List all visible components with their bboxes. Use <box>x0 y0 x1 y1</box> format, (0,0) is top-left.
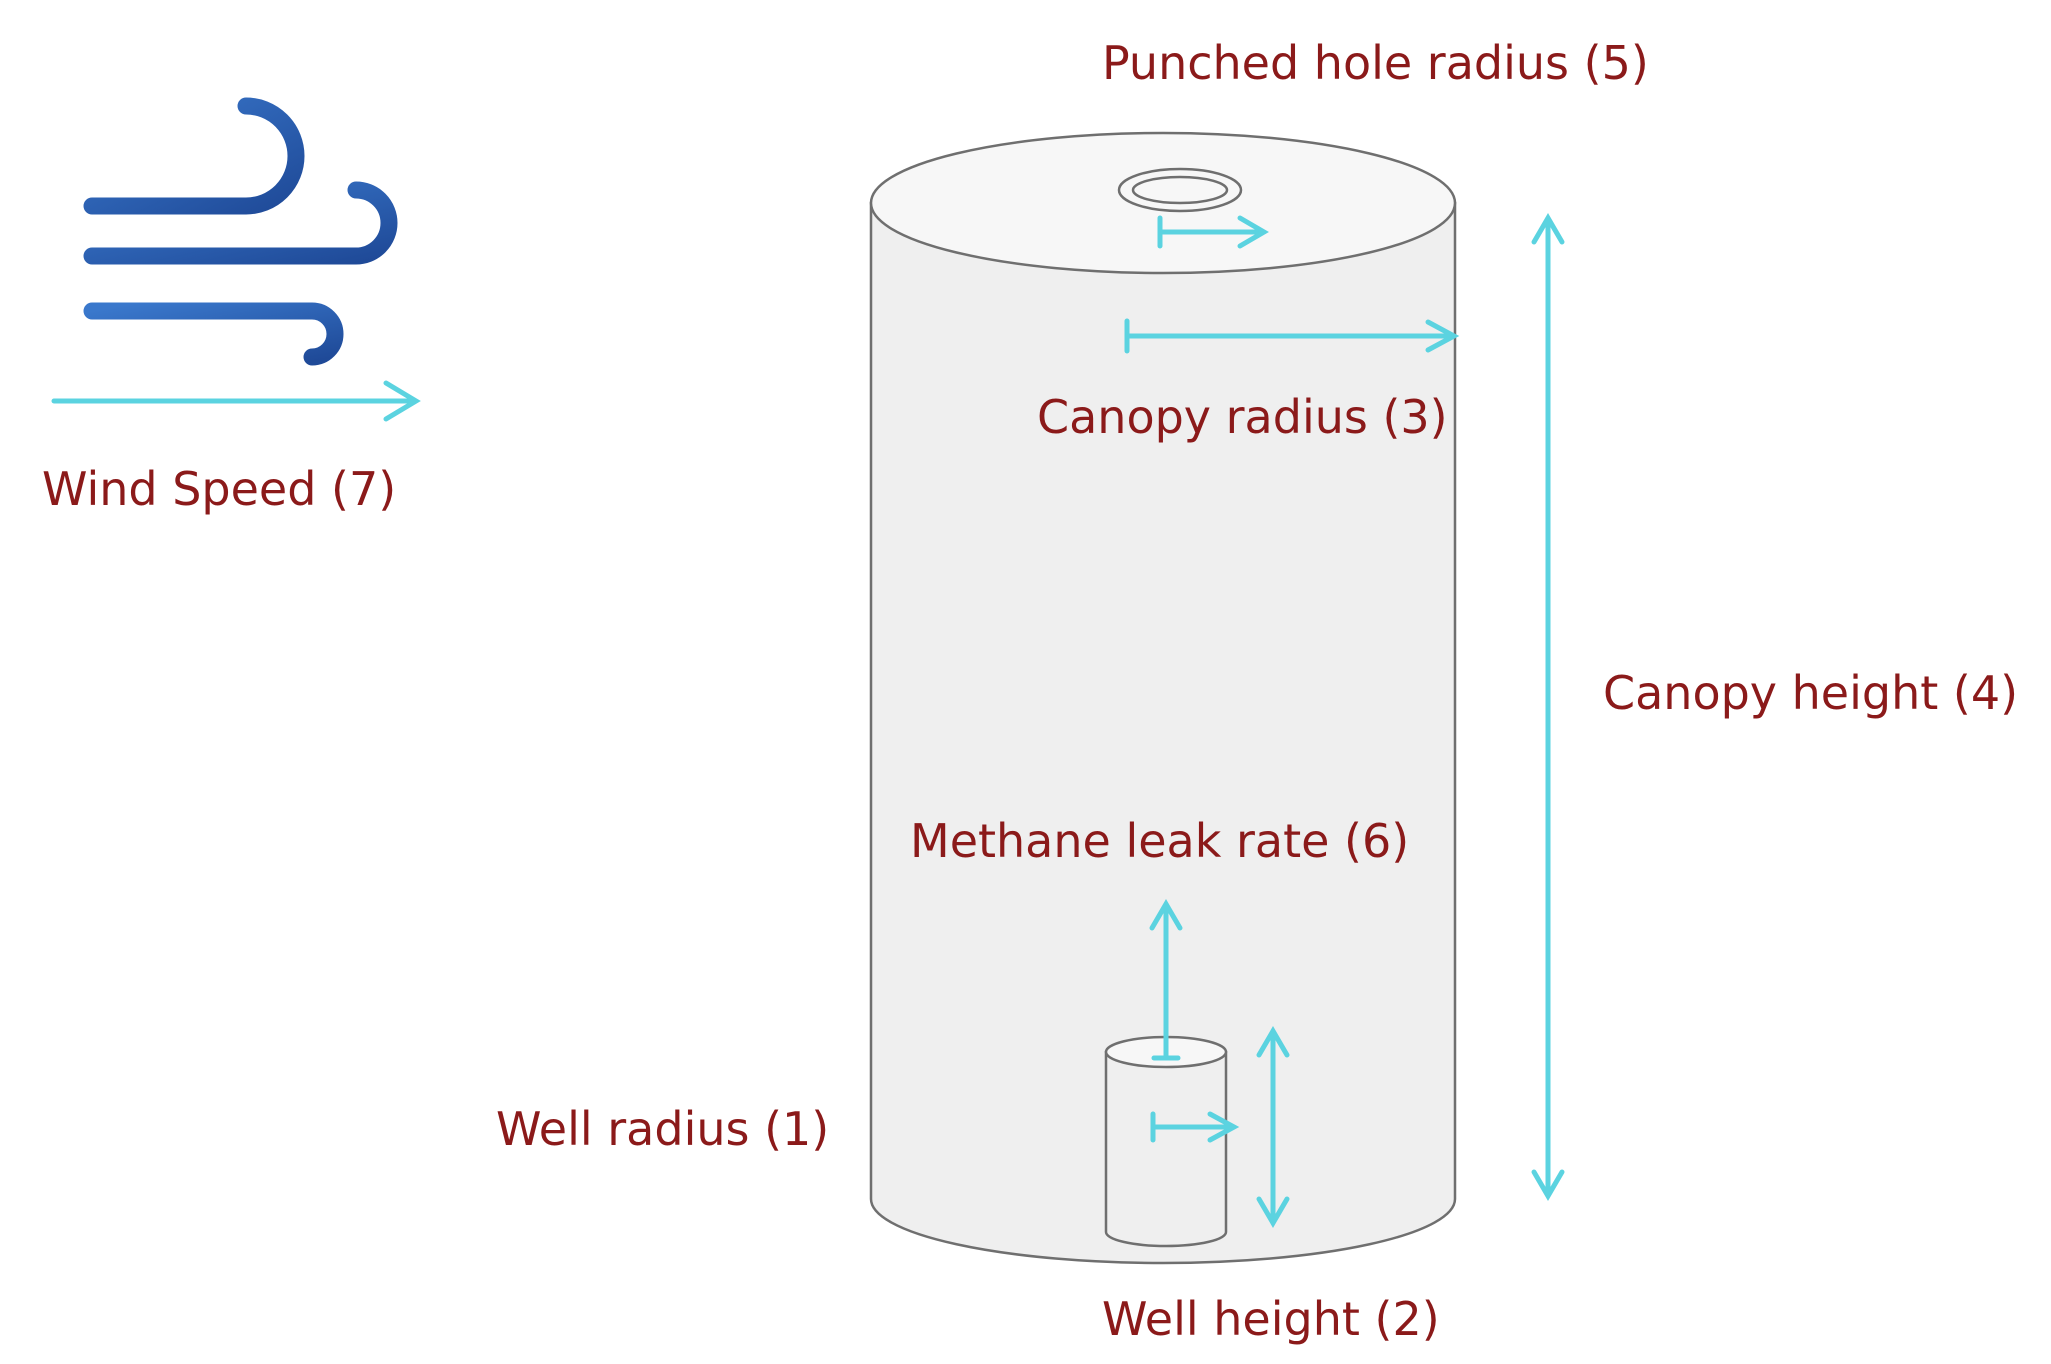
wind-speed-arrow <box>51 380 421 422</box>
well-height-arrow <box>1256 1026 1290 1228</box>
well-radius-label: Well radius (1) <box>496 1102 830 1156</box>
well-body <box>1104 1050 1228 1248</box>
methane-leak-rate-label: Methane leak rate (6) <box>910 814 1410 868</box>
well-height-label: Well height (2) <box>1102 1292 1440 1346</box>
punched-hole <box>1117 167 1243 213</box>
canopy-radius-arrow <box>1124 318 1460 354</box>
punched-hole-radius-arrow <box>1157 215 1269 249</box>
canopy-height-arrow <box>1531 213 1565 1201</box>
methane-leak-rate-arrow <box>1149 899 1183 1061</box>
canopy-body <box>869 201 1457 1265</box>
well-radius-arrow <box>1150 1111 1240 1143</box>
canopy-radius-label: Canopy radius (3) <box>1037 390 1448 444</box>
wind-icon <box>83 97 398 366</box>
punched-hole-radius-label: Punched hole radius (5) <box>1102 36 1649 90</box>
wind-speed-label: Wind Speed (7) <box>42 462 397 516</box>
canopy-height-label: Canopy height (4) <box>1603 666 2019 720</box>
